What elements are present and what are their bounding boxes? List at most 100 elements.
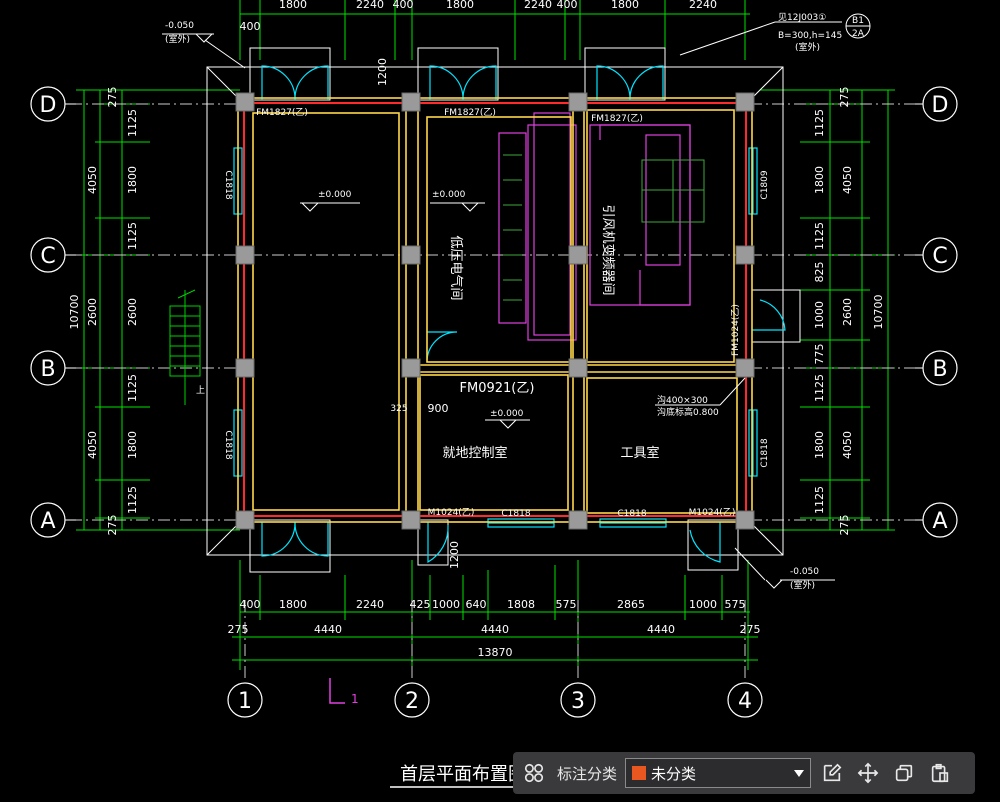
bottom-dim-row2: 4440 (647, 623, 675, 636)
red-frame (243, 102, 747, 517)
left-dim-outer: 4050 (86, 166, 99, 194)
top-dim: 2240 (524, 0, 552, 11)
left-dim-inner: 1125 (126, 109, 139, 137)
elevation-markers (162, 33, 835, 589)
left-dim-inner: 275 (106, 87, 119, 108)
bottom-dim: 1000 (432, 598, 460, 611)
category-select-value: 未分类 (651, 765, 697, 783)
left-dim-inner: 1800 (126, 166, 139, 194)
left-dim-inner: 1125 (126, 222, 139, 250)
right-dim-inner: 1125 (813, 109, 826, 137)
elevation-label: ±0.000 (318, 190, 352, 200)
grid-icon[interactable] (519, 758, 549, 788)
trench-note: 沟底标高0.800 (657, 406, 719, 418)
top-dim: 2240 (356, 0, 384, 11)
paste-icon[interactable] (925, 758, 955, 788)
axis-label-B-right: B (932, 357, 947, 382)
right-dim-inner: 1000 (813, 301, 826, 329)
right-dim-inner: 1125 (813, 374, 826, 402)
window-label: C1818 (223, 430, 233, 459)
grid-axis-lines (70, 103, 915, 680)
left-dim-outer: 4050 (86, 431, 99, 459)
right-dim-inner: 1125 (813, 486, 826, 514)
left-dim-inner: 275 (106, 515, 119, 536)
right-dim-outer: 4050 (841, 431, 854, 459)
lintel-leader (204, 13, 871, 581)
axis-label-C-right: C (932, 244, 947, 269)
right-dim-outer: 4050 (841, 166, 854, 194)
section-mark-label: 1 (351, 692, 359, 706)
elevation-label: ±0.000 (432, 190, 466, 200)
window-label: C1809 (760, 170, 770, 199)
bottom-dim: 575 (725, 598, 746, 611)
move-icon[interactable] (853, 758, 883, 788)
elevation-note: (室外) (790, 579, 815, 591)
room-label-hv: 引风机变频器间 (600, 204, 616, 295)
exterior-stair (169, 289, 201, 405)
lintel-note: B=300,h=145 (778, 31, 842, 41)
dim-1200-bottom: 1200 (448, 541, 461, 569)
bottom-dim: 400 (240, 598, 261, 611)
top-dim: 1800 (279, 0, 307, 11)
bottom-total: 13870 (478, 646, 513, 659)
right-total: 10700 (872, 295, 885, 330)
windows (233, 147, 758, 528)
axis-label-4: 4 (738, 689, 752, 714)
right-dim-inner: 1125 (813, 222, 826, 250)
right-dim-outer: 2600 (841, 298, 854, 326)
edit-icon[interactable] (817, 758, 847, 788)
axis-label-D-right: D (932, 93, 949, 118)
axis-label-A-right: A (932, 509, 947, 534)
top-dim: 400 (557, 0, 578, 11)
door-label: M1024(乙) (428, 507, 475, 518)
left-dim-inner: 1800 (126, 431, 139, 459)
axis-label-3: 3 (571, 689, 585, 714)
right-dim-inner: 275 (838, 87, 851, 108)
drawing-title: 首层平面布置图 (400, 764, 526, 785)
door-label: FM1827(乙) (256, 107, 308, 118)
equipment-cabinets (498, 112, 691, 341)
doors (261, 65, 786, 564)
detail-tag: 2A (852, 29, 865, 39)
window-label: C1818 (617, 509, 646, 519)
columns (235, 92, 755, 530)
bottom-dim: 1000 (689, 598, 717, 611)
right-dim-inner: 825 (813, 262, 826, 283)
detail-tag: B1 (852, 16, 864, 26)
axis-label-1: 1 (238, 689, 252, 714)
right-dim-inner: 1800 (813, 166, 826, 194)
category-select[interactable]: 未分类 (625, 758, 812, 788)
chevron-down-icon (794, 769, 805, 777)
annotation-toolbar: 标注分类 未分类 (513, 752, 975, 794)
axis-label-B-left: B (40, 357, 55, 382)
top-dim: 400 (393, 0, 414, 11)
right-dim-inner: 1800 (813, 431, 826, 459)
bottom-dim: 2240 (356, 598, 384, 611)
top-dim: 2240 (689, 0, 717, 11)
bottom-dim: 1800 (279, 598, 307, 611)
right-dims: 275 1125 1800 1125 825 1000 775 1125 180… (813, 87, 885, 536)
left-dim-inner: 1125 (126, 374, 139, 402)
top-dim: 1800 (611, 0, 639, 11)
left-dims: 10700 4050 2600 4050 275 1125 1800 1125 … (68, 87, 139, 536)
equipment-shelves (503, 154, 705, 301)
window-label: C1818 (760, 438, 770, 467)
dim-325: 325 (390, 404, 407, 414)
door-label: M1024(乙) (689, 507, 736, 518)
door-label: FM1827(乙) (591, 113, 643, 124)
top-dim: 1800 (446, 0, 474, 11)
copy-icon[interactable] (889, 758, 919, 788)
trench-note: 沟400×300 (657, 394, 708, 406)
door-label-fm0921: FM0921(乙) (460, 381, 535, 396)
trench-leader (655, 377, 746, 406)
room-label-local-control: 就地控制室 (442, 445, 507, 461)
bottom-dim: 1808 (507, 598, 535, 611)
axis-label-2: 2 (405, 689, 419, 714)
section-mark (329, 678, 345, 704)
annotation-category-label: 标注分类 (557, 765, 618, 783)
bottom-dim-row2: 4440 (314, 623, 342, 636)
bottom-dim-row2: 275 (228, 623, 249, 636)
room-label-low-voltage: 低压电气间 (448, 235, 464, 300)
axis-label-A-left: A (40, 509, 55, 534)
